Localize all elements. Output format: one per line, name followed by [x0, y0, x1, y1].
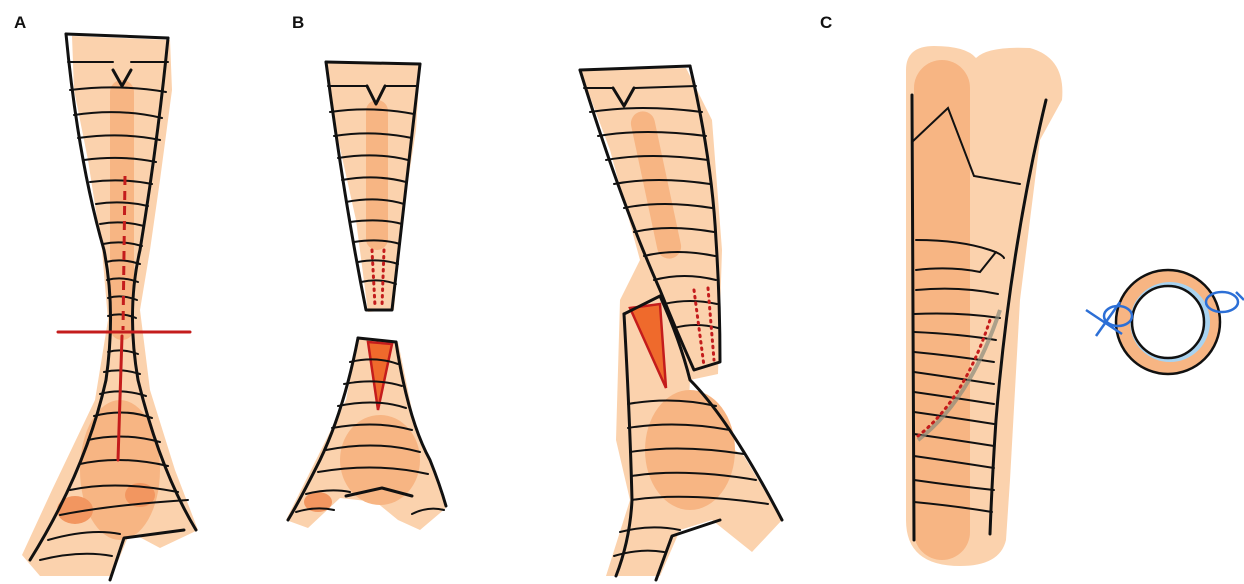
panel-b-distal-segment [286, 338, 446, 530]
panel-c-cross-section [1086, 270, 1244, 374]
panel-c: C [820, 13, 1244, 566]
panel-b-proximal-segment [326, 62, 420, 312]
panel-label-c: C [820, 13, 832, 32]
panel-c-longitudinal-view [906, 46, 1062, 566]
panel-b-assembled [580, 66, 782, 580]
panel-label-b: B [292, 13, 304, 32]
panel-a: A [14, 13, 198, 580]
panel-b: B [286, 13, 782, 580]
panel-label-a: A [14, 13, 26, 32]
